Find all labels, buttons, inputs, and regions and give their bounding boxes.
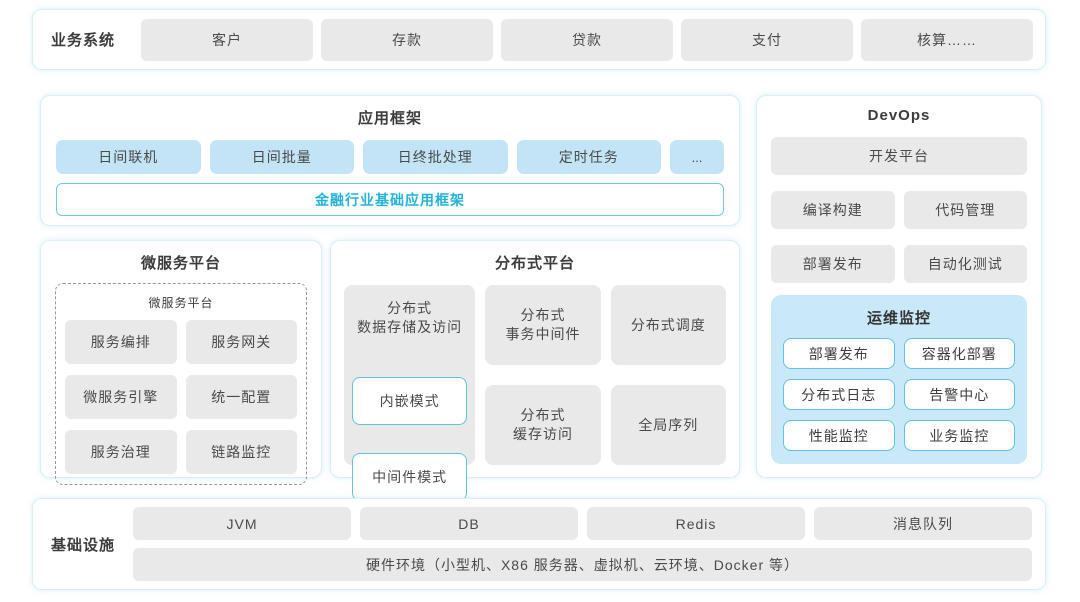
ops-monitoring-grid: 部署发布 容器化部署 分布式日志 告警中心 性能监控 业务监控 <box>783 338 1015 451</box>
devops-row-1: 编译构建 代码管理 <box>771 191 1027 229</box>
framework-block-scheduled-task: 定时任务 <box>516 140 661 174</box>
db-block: DB <box>360 507 578 540</box>
monitor-business-block: 业务监控 <box>903 420 1015 451</box>
devops-panel: DevOps 开发平台 编译构建 代码管理 部署发布 自动化测试 运维监控 部署… <box>756 95 1042 478</box>
business-systems-label: 业务系统 <box>50 32 115 49</box>
infrastructure-panel: 基础设施 JVM DB Redis 消息队列 硬件环境（小型机、X86 服务器、… <box>32 498 1046 590</box>
distributed-col-middle: 分布式 事务中间件 分布式 缓存访问 <box>485 285 601 465</box>
ops-monitoring-panel: 运维监控 部署发布 容器化部署 分布式日志 告警中心 性能监控 业务监控 <box>771 295 1027 464</box>
app-framework-panel: 应用框架 日间联机 日间批量 日终批处理 定时任务 ... 金融行业基础应用框架 <box>40 95 740 226</box>
monitor-dist-log-block: 分布式日志 <box>783 379 895 410</box>
microservice-inner-box: 微服务平台 服务编排 服务网关 微服务引擎 统一配置 服务治理 链路监控 <box>55 283 307 485</box>
distributed-transaction-block: 分布式 事务中间件 <box>485 285 601 365</box>
ops-monitoring-title: 运维监控 <box>866 310 931 327</box>
distributed-platform-title: 分布式平台 <box>494 255 575 272</box>
distributed-scheduler-block: 分布式调度 <box>610 285 726 365</box>
devops-row-2: 部署发布 自动化测试 <box>771 245 1027 283</box>
framework-block-daytime-online: 日间联机 <box>56 140 201 174</box>
microservice-grid: 服务编排 服务网关 微服务引擎 统一配置 服务治理 链路监控 <box>65 320 297 474</box>
infrastructure-row: JVM DB Redis 消息队列 <box>133 507 1032 540</box>
microservice-block-unified-config: 统一配置 <box>185 375 297 419</box>
business-systems-panel: 业务系统 客户 存款 贷款 支付 核算…… <box>32 9 1046 70</box>
monitor-deploy-release-block: 部署发布 <box>783 338 895 369</box>
microservice-inner-title: 微服务平台 <box>148 296 214 310</box>
microservice-block-orchestration: 服务编排 <box>65 320 177 364</box>
middleware-mode-block: 中间件模式 <box>352 452 468 501</box>
redis-block: Redis <box>587 507 805 540</box>
auto-test-block: 自动化测试 <box>903 245 1027 283</box>
infrastructure-label: 基础设施 <box>50 536 115 554</box>
dev-platform-block: 开发平台 <box>771 137 1027 175</box>
distributed-col-right: 分布式调度 全局序列 <box>610 285 726 465</box>
monitor-performance-block: 性能监控 <box>783 420 895 451</box>
code-management-block: 代码管理 <box>903 191 1027 229</box>
framework-block-daytime-batch: 日间批量 <box>209 140 354 174</box>
business-block-loan: 贷款 <box>501 18 673 61</box>
business-block-payment: 支付 <box>681 18 853 61</box>
distributed-storage-block: 分布式 数据存储及访问 内嵌模式 中间件模式 <box>344 285 476 501</box>
distributed-platform-panel: 分布式平台 分布式 数据存储及访问 内嵌模式 中间件模式 分布式 事务中间件 分… <box>330 240 740 501</box>
app-framework-row: 日间联机 日间批量 日终批处理 定时任务 ... <box>56 140 724 174</box>
business-block-deposit: 存款 <box>321 18 493 61</box>
distributed-body: 分布式 数据存储及访问 内嵌模式 中间件模式 分布式 事务中间件 分布式 缓存访… <box>344 285 726 501</box>
financial-base-framework-block: 金融行业基础应用框架 <box>56 183 724 216</box>
business-block-customer: 客户 <box>141 18 313 61</box>
monitor-alert-center-block: 告警中心 <box>903 379 1015 410</box>
hardware-environment-block: 硬件环境（小型机、X86 服务器、虚拟机、云环境、Docker 等） <box>133 548 1032 581</box>
framework-block-more: ... <box>670 140 724 174</box>
message-queue-block: 消息队列 <box>814 507 1032 540</box>
microservice-block-trace-monitor: 链路监控 <box>185 430 297 474</box>
monitor-container-deploy-block: 容器化部署 <box>903 338 1015 369</box>
deploy-release-block: 部署发布 <box>771 245 895 283</box>
devops-title: DevOps <box>867 107 931 124</box>
business-block-accounting: 核算…… <box>861 18 1033 61</box>
microservice-platform-panel: 微服务平台 微服务平台 服务编排 服务网关 微服务引擎 统一配置 服务治理 链路… <box>40 240 322 485</box>
microservice-platform-title: 微服务平台 <box>140 255 221 272</box>
global-sequence-block: 全局序列 <box>610 385 726 465</box>
build-block: 编译构建 <box>771 191 895 229</box>
app-framework-title: 应用框架 <box>357 110 422 127</box>
microservice-block-engine: 微服务引擎 <box>65 375 177 419</box>
framework-block-eod-batch: 日终批处理 <box>363 140 508 174</box>
microservice-block-governance: 服务治理 <box>65 430 177 474</box>
infrastructure-body: JVM DB Redis 消息队列 硬件环境（小型机、X86 服务器、虚拟机、云… <box>133 507 1032 581</box>
distributed-storage-label: 分布式 数据存储及访问 <box>357 300 463 335</box>
jvm-block: JVM <box>133 507 351 540</box>
distributed-cache-block: 分布式 缓存访问 <box>485 385 601 465</box>
embedded-mode-block: 内嵌模式 <box>352 376 468 425</box>
microservice-block-gateway: 服务网关 <box>185 320 297 364</box>
